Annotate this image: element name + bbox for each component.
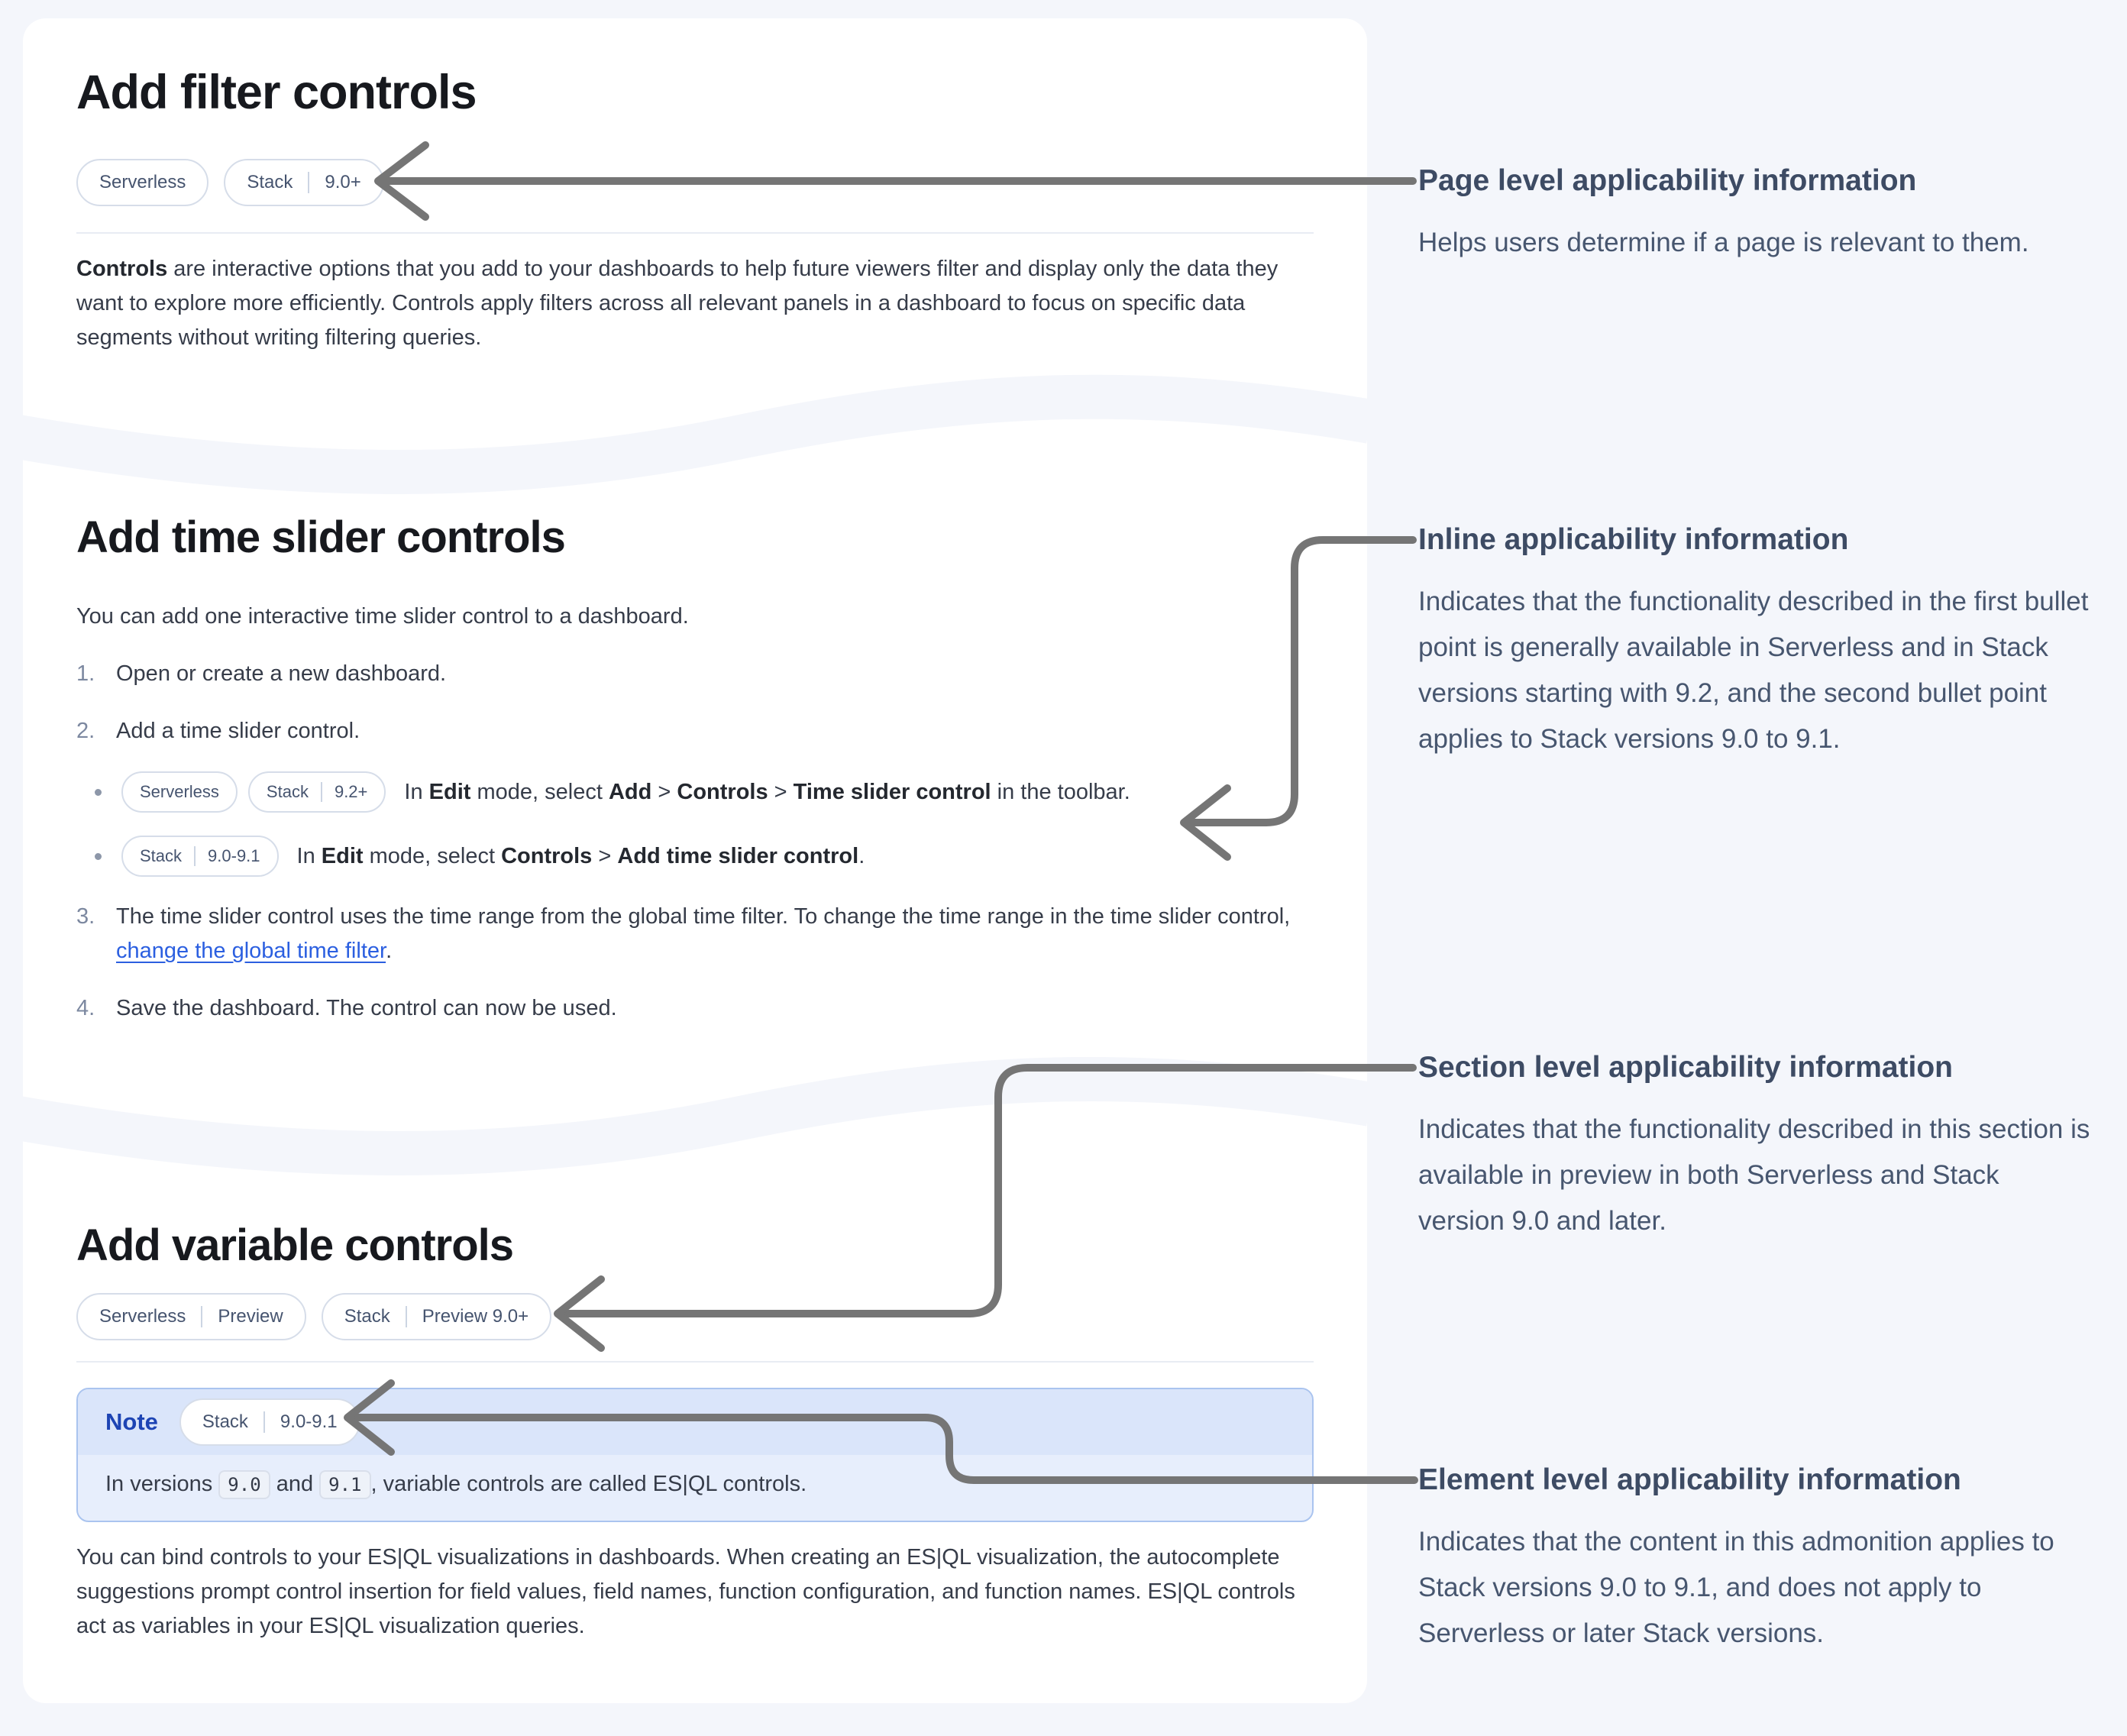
badge-serverless-preview[interactable]: Serverless Preview (76, 1293, 306, 1340)
run: . (858, 843, 865, 868)
variable-controls-paragraph: You can bind controls to your ES|QL visu… (76, 1545, 1295, 1638)
annotation-element-level: Element level applicability information … (1418, 1461, 2090, 1657)
time-slider-intro: You can add one interactive time slider … (76, 604, 689, 629)
bullet-dot-icon (95, 852, 102, 860)
run: > (592, 843, 618, 868)
badge-preview-version-label: Preview 9.0+ (405, 1306, 529, 1327)
run-bold: Edit (428, 779, 471, 804)
run-bold: Controls (677, 779, 768, 804)
annotation-section-level: Section level applicability information … (1418, 1049, 2090, 1244)
step-3: 3. The time slider control uses the time… (76, 900, 1314, 968)
section-applicability-badges: Serverless Preview Stack Preview 9.0+ (76, 1293, 1314, 1340)
badge-stack-preview[interactable]: Stack Preview 9.0+ (321, 1293, 552, 1340)
badge-stack-label: Stack (247, 172, 293, 192)
run: > (768, 779, 794, 804)
page-title: Add filter controls (76, 66, 477, 119)
badge-serverless[interactable]: Serverless (76, 159, 209, 206)
annotation-inline-level-body: Indicates that the functionality describ… (1418, 587, 2089, 754)
badge-serverless-label: Serverless (99, 1306, 186, 1327)
run: mode, select (363, 843, 502, 868)
step-1-number: 1. (76, 661, 95, 686)
note-badge-version: 9.0-9.1 (263, 1411, 338, 1433)
run-bold: Time slider control (793, 779, 991, 804)
step-1-text: Open or create a new dashboard. (116, 661, 447, 686)
bullet-stack-90-91: Stack 9.0-9.1 In Edit mode, select Contr… (87, 836, 1314, 877)
annotation-section-level-title: Section level applicability information (1418, 1051, 1953, 1084)
global-time-filter-link[interactable]: change the global time filter (116, 939, 386, 963)
intro-paragraph: Controls are interactive options that yo… (76, 252, 1314, 355)
step-3-number: 3. (76, 904, 95, 929)
run: in the toolbar. (991, 779, 1130, 804)
run: mode, select (470, 779, 609, 804)
note-admonition-header: Note Stack 9.0-9.1 (78, 1389, 1312, 1455)
run-bold: Add time slider control (617, 843, 859, 868)
annotation-element-level-title: Element level applicability information (1418, 1463, 1961, 1496)
intro-bold: Controls (76, 257, 168, 281)
annotation-page-level-title: Page level applicability information (1418, 164, 1917, 197)
badge-preview-label: Preview (201, 1306, 283, 1327)
inline-badge-stack-label: Stack (140, 846, 183, 865)
annotation-page-level-body: Helps users determine if a page is relev… (1418, 228, 2029, 257)
divider (76, 1361, 1314, 1363)
note-admonition: Note Stack 9.0-9.1 In versions 9.0 and 9… (76, 1388, 1314, 1522)
version-code-90: 9.0 (218, 1470, 270, 1499)
step-4-number: 4. (76, 996, 95, 1020)
section-add-filter-controls: Add filter controls Serverless Stack 9.0… (76, 65, 1314, 355)
intro-rest: are interactive options that you add to … (76, 257, 1278, 350)
bullet-dot-icon (95, 788, 102, 796)
step-4-text: Save the dashboard. The control can now … (116, 996, 617, 1020)
run: and (270, 1472, 320, 1496)
run: In (296, 843, 322, 868)
run: . (386, 939, 393, 963)
annotation-inline-level-title: Inline applicability information (1418, 523, 1849, 556)
step-3-text: The time slider control uses the time ra… (116, 900, 1314, 968)
divider (76, 232, 1314, 234)
inline-badge-stack-version: 9.2+ (320, 782, 367, 802)
run-bold: Edit (321, 843, 364, 868)
section-add-variable-controls: Add variable controls Serverless Preview… (76, 1220, 1314, 1644)
step-2-sub-bullets: Serverless Stack 9.2+ In Edit mode, sele… (87, 771, 1314, 877)
step-2-text: Add a time slider control. (116, 719, 360, 743)
step-2-number: 2. (76, 719, 95, 743)
annotation-section-level-body: Indicates that the functionality describ… (1418, 1114, 2090, 1236)
inline-badge-stack-9091[interactable]: Stack 9.0-9.1 (121, 836, 279, 877)
page-applicability-badges: Serverless Stack 9.0+ (76, 159, 1314, 206)
badge-stack-label: Stack (344, 1306, 390, 1327)
note-admonition-body: In versions 9.0 and 9.1, variable contro… (78, 1455, 1312, 1521)
run-bold: Add (608, 779, 652, 804)
note-badge-stack-label: Stack (202, 1411, 248, 1432)
inline-badge-stack-version: 9.0-9.1 (194, 846, 260, 866)
run: In (404, 779, 429, 804)
annotation-page-level: Page level applicability information Hel… (1418, 162, 2090, 266)
note-label: Note (105, 1408, 158, 1435)
run: The time slider control uses the time ra… (116, 904, 1291, 929)
bullet-2-text: In Edit mode, select Controls > Add time… (297, 844, 865, 869)
bullet-serverless-stack-92: Serverless Stack 9.2+ In Edit mode, sele… (87, 771, 1314, 813)
run-bold: Controls (501, 843, 593, 868)
step-1: 1. Open or create a new dashboard. (76, 657, 1314, 691)
inline-badge-stack-label: Stack (266, 782, 309, 801)
badge-serverless-label: Serverless (99, 172, 186, 192)
inline-badge-stack-92[interactable]: Stack 9.2+ (247, 771, 386, 813)
badge-stack[interactable]: Stack 9.0+ (224, 159, 384, 206)
inline-badge-serverless-label: Serverless (140, 782, 219, 801)
annotation-element-level-body: Indicates that the content in this admon… (1418, 1527, 2054, 1648)
note-badge-stack[interactable]: Stack 9.0-9.1 (179, 1398, 360, 1446)
ordered-steps: 1. Open or create a new dashboard. 2. Ad… (76, 657, 1314, 1026)
section-title-time-slider: Add time slider controls (76, 512, 566, 562)
run: > (651, 779, 677, 804)
section-title-variable-controls: Add variable controls (76, 1220, 514, 1270)
section-add-time-slider-controls: Add time slider controls You can add one… (76, 512, 1314, 1049)
run: , variable controls are called ES|QL con… (370, 1472, 807, 1496)
badge-stack-version: 9.0+ (308, 172, 361, 193)
bullet-1-text: In Edit mode, select Add > Controls > Ti… (404, 780, 1130, 805)
inline-badge-serverless[interactable]: Serverless (121, 771, 238, 813)
annotation-inline-level: Inline applicability information Indicat… (1418, 521, 2090, 762)
version-code-91: 9.1 (319, 1470, 371, 1499)
run: In versions (105, 1472, 219, 1496)
step-4: 4. Save the dashboard. The control can n… (76, 991, 1314, 1026)
step-2: 2. Add a time slider control. (76, 714, 1314, 748)
